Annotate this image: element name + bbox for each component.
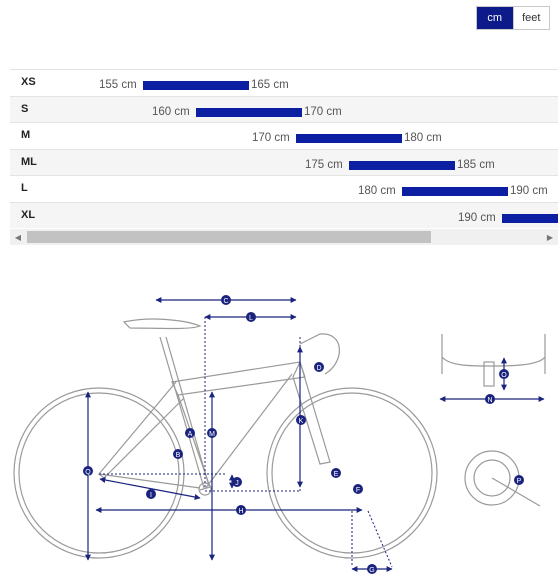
height-range-bar	[143, 81, 249, 90]
bike-geometry-diagram: A B C D E F G H I J K L M N O P Q	[13, 295, 546, 574]
scrollbar-thumb[interactable]	[27, 231, 431, 243]
height-min: 175 cm	[305, 158, 343, 171]
size-row-l: L 180 cm 190 cm	[10, 175, 558, 202]
size-row-xs: XS 155 cm 165 cm	[10, 69, 558, 96]
svg-text:L: L	[249, 315, 253, 322]
size-label: XS	[21, 76, 36, 88]
svg-text:C: C	[223, 298, 228, 305]
svg-text:N: N	[487, 397, 492, 404]
size-label: L	[21, 182, 28, 194]
height-max: 165 cm	[251, 79, 289, 91]
size-label: ML	[21, 155, 37, 168]
height-range-bar	[296, 134, 402, 143]
bike-outline	[13, 318, 546, 559]
height-range-bar	[196, 107, 302, 117]
svg-text:B: B	[176, 452, 181, 459]
height-min: 170 cm	[252, 132, 290, 144]
head-tube-fork	[292, 360, 331, 465]
size-label: XL	[21, 208, 36, 221]
height-max: 190 cm	[510, 185, 548, 197]
saddle	[122, 318, 202, 330]
svg-text:E: E	[334, 471, 339, 478]
size-row-ml: ML 175 cm 185 cm	[10, 148, 558, 175]
handlebar	[299, 333, 340, 375]
height-min: 155 cm	[99, 79, 137, 91]
height-min: 190 cm	[458, 211, 496, 224]
horizontal-scrollbar[interactable]: ◀ ▶	[10, 229, 558, 245]
size-label: M	[21, 129, 31, 141]
unit-toggle: cm feet	[476, 6, 550, 30]
top-tube	[171, 361, 306, 396]
height-max: 170 cm	[304, 105, 342, 118]
unit-cm-button[interactable]: cm	[477, 7, 513, 29]
rear-wheel	[13, 387, 185, 559]
seat-tube	[159, 336, 205, 489]
height-range-bar	[502, 213, 558, 223]
height-range-bar	[349, 160, 455, 170]
size-row-m: M 170 cm 180 cm	[10, 122, 558, 149]
unit-feet-button[interactable]: feet	[512, 7, 549, 29]
svg-text:F: F	[356, 487, 360, 494]
svg-text:H: H	[238, 508, 243, 515]
height-min: 160 cm	[152, 105, 190, 118]
svg-text:O: O	[501, 372, 507, 379]
height-max: 180 cm	[404, 132, 442, 144]
size-label: S	[21, 102, 29, 115]
svg-text:K: K	[299, 418, 304, 425]
svg-text:A: A	[188, 431, 193, 438]
size-chart-table: XS 155 cm 165 cm S 160 cm 170 cm M 170 c…	[10, 69, 558, 229]
svg-text:J: J	[235, 480, 239, 487]
size-row-xl: XL 190 cm	[10, 201, 558, 228]
height-min: 180 cm	[358, 185, 396, 197]
height-range-bar	[402, 187, 508, 196]
height-max: 185 cm	[457, 158, 495, 171]
geometry-badges: A B C D E F G H I J K L M N O P Q	[83, 295, 524, 574]
scroll-right-icon[interactable]: ▶	[546, 232, 554, 242]
svg-text:G: G	[369, 567, 374, 574]
svg-text:D: D	[316, 365, 321, 372]
scroll-left-icon[interactable]: ◀	[14, 232, 22, 242]
handlebar-front-view	[441, 334, 546, 374]
svg-text:M: M	[209, 431, 215, 438]
size-row-s: S 160 cm 170 cm	[10, 95, 558, 122]
svg-text:I: I	[150, 492, 152, 499]
svg-text:P: P	[517, 478, 522, 485]
front-wheel	[266, 387, 438, 559]
reference-lines	[99, 317, 393, 568]
svg-text:Q: Q	[85, 469, 91, 476]
crank-arm	[491, 477, 541, 507]
